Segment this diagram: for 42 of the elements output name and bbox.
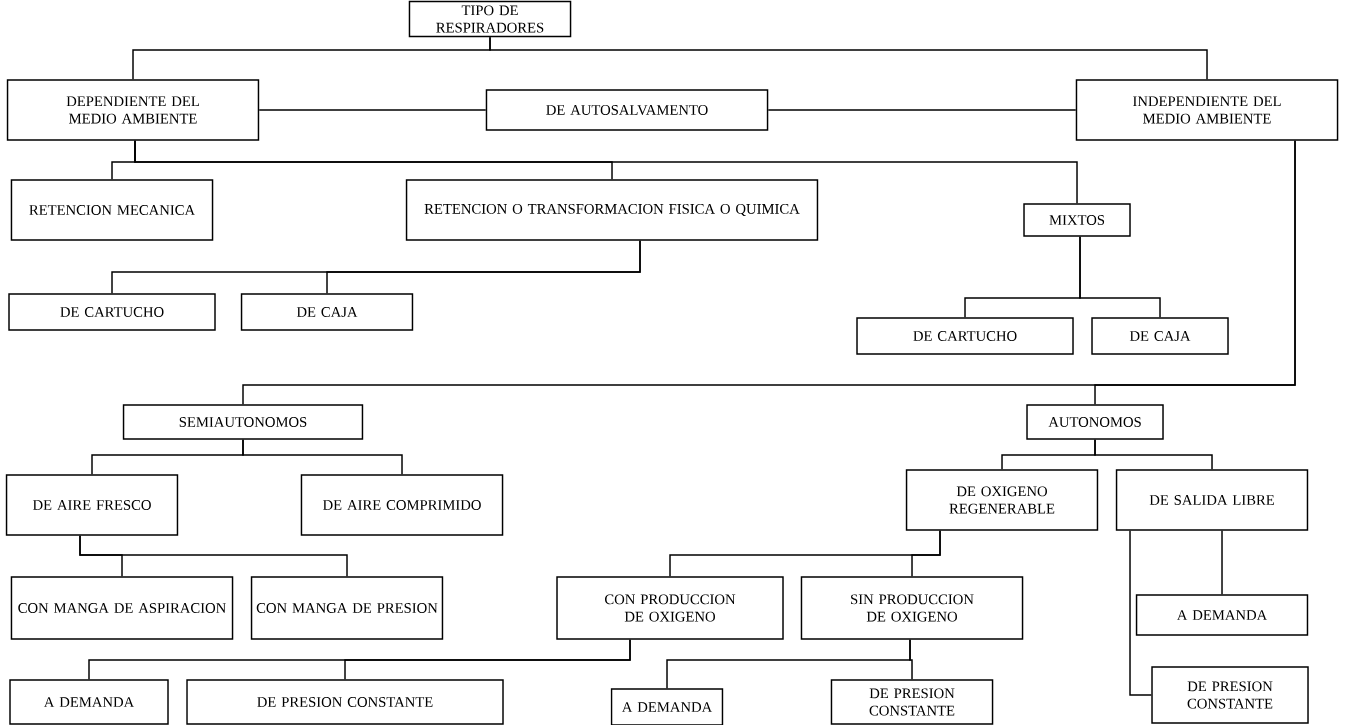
connector-line xyxy=(242,439,403,475)
connector-line xyxy=(134,140,1078,204)
chart-box: DE AUTOSALVAMENTO xyxy=(485,89,769,131)
chart-box: A DEMANDA xyxy=(610,688,724,725)
connector-line xyxy=(258,109,487,111)
chart-box: DE CARTUCHO xyxy=(8,293,216,331)
chart-box: DE CARTUCHO xyxy=(856,317,1074,355)
chart-box: MIXTOS xyxy=(1023,203,1131,237)
chart-box: DE CAJA xyxy=(1091,317,1229,355)
chart-box: DE PRESION CONSTANTE xyxy=(186,679,504,725)
chart-box: DE PRESION CONSTANTE xyxy=(830,679,994,725)
connector-line xyxy=(909,639,913,680)
chart-box: DE AIRE COMPRIMIDO xyxy=(300,474,504,536)
chart-box: A DEMANDA xyxy=(9,679,169,725)
chart-box: DE OXIGENO REGENERABLE xyxy=(905,469,1099,531)
connector-line xyxy=(1094,140,1296,405)
chart-box: SIN PRODUCCION DE OXIGENO xyxy=(800,576,1024,640)
chart-box: SEMIAUTONOMOS xyxy=(122,404,364,440)
connector-line xyxy=(79,535,348,577)
connector-line xyxy=(911,530,941,577)
connector-line xyxy=(1079,236,1161,318)
connector-line xyxy=(767,109,1077,111)
chart-box: CON MANGA DE ASPIRACION xyxy=(10,576,234,640)
connector-line xyxy=(1094,439,1213,470)
chart-box: CON PRODUCCION DE OXIGENO xyxy=(556,576,784,640)
chart-box: DE AIRE FRESCO xyxy=(5,474,179,536)
connector-line xyxy=(326,240,641,294)
chart-box: CON MANGA DE PRESION xyxy=(250,576,444,640)
chart-box: RETENCION MECANICA xyxy=(10,179,214,241)
connector-line xyxy=(344,639,631,680)
chart-box: DE PRESION CONSTANTE xyxy=(1151,666,1309,724)
chart-box: DE CAJA xyxy=(240,293,414,331)
chart-box: TIPO DE RESPIRADORES xyxy=(408,0,572,38)
connector-line xyxy=(489,36,1208,80)
chart-box: DEPENDIENTE DEL MEDIO AMBIENTE xyxy=(6,79,260,141)
connector-line xyxy=(1129,530,1152,696)
chart-box: DE SALIDA LIBRE xyxy=(1115,469,1309,531)
chart-box: AUTONOMOS xyxy=(1026,404,1164,440)
chart-box: A DEMANDA xyxy=(1135,594,1309,636)
chart-box: RETENCION O TRANSFORMACION FISICA O QUIMICA xyxy=(405,179,819,241)
connector-line xyxy=(1221,530,1223,595)
chart-box: INDEPENDIENTE DEL MEDIO AMBIENTE xyxy=(1075,79,1339,141)
